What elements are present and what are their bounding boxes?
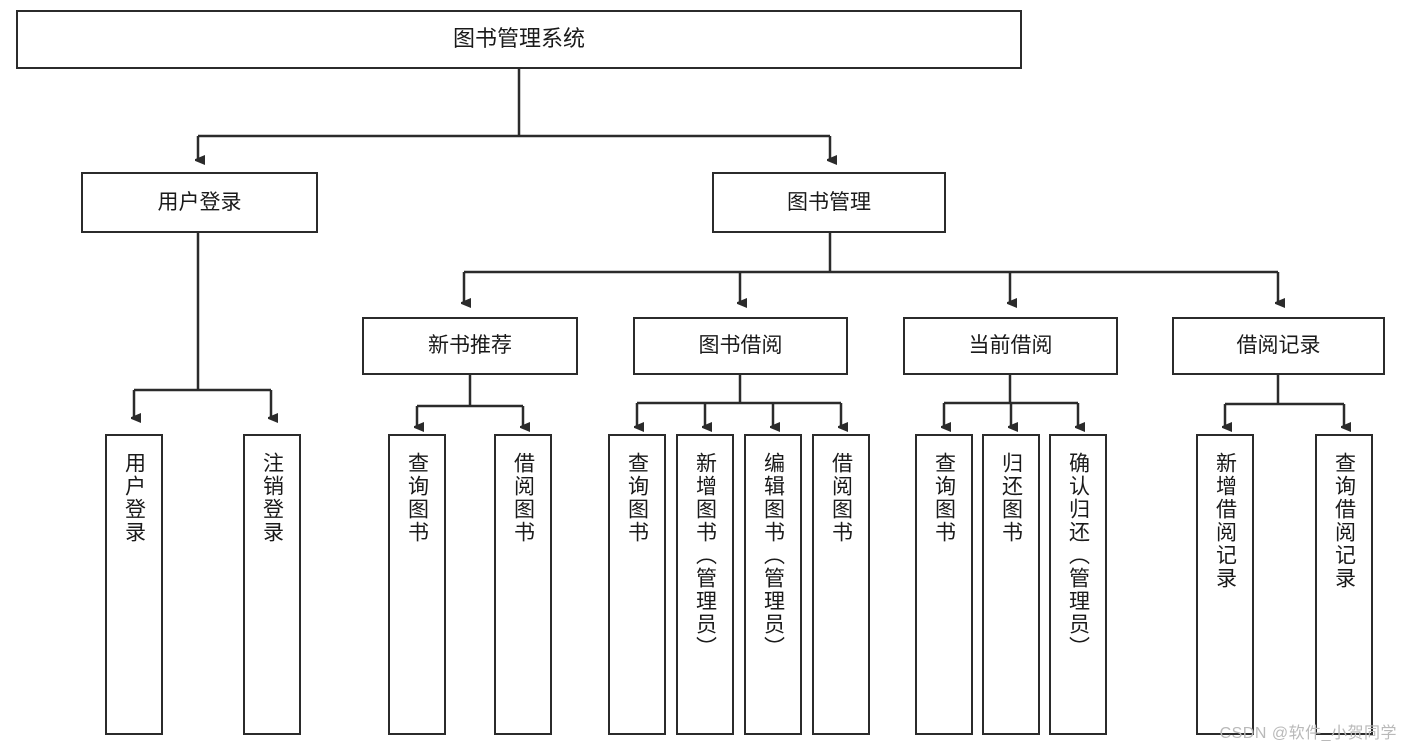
node-label: 新增图书（管理员） xyxy=(693,452,717,659)
node-label: 借阅图书 xyxy=(829,452,853,544)
node-leaf-query-book-2[interactable]: 查询图书 xyxy=(608,434,666,735)
node-new-book-recommend[interactable]: 新书推荐 xyxy=(362,317,578,375)
node-book-borrow[interactable]: 图书借阅 xyxy=(633,317,848,375)
node-root-system[interactable]: 图书管理系统 xyxy=(16,10,1022,69)
node-current-borrow[interactable]: 当前借阅 xyxy=(903,317,1118,375)
node-leaf-query-book-3[interactable]: 查询图书 xyxy=(915,434,973,735)
node-leaf-borrow-book-1[interactable]: 借阅图书 xyxy=(494,434,552,735)
node-user-login[interactable]: 用户登录 xyxy=(81,172,318,233)
node-label: 编辑图书（管理员） xyxy=(761,452,785,659)
node-label: 图书借阅 xyxy=(698,334,783,358)
node-label: 用户登录 xyxy=(122,452,146,544)
node-label: 注销登录 xyxy=(260,452,284,544)
node-label: 归还图书 xyxy=(999,452,1023,544)
node-leaf-query-record[interactable]: 查询借阅记录 xyxy=(1315,434,1373,735)
node-leaf-return-book[interactable]: 归还图书 xyxy=(982,434,1040,735)
node-book-manage[interactable]: 图书管理 xyxy=(712,172,946,233)
node-label: 借阅图书 xyxy=(511,452,535,544)
node-label: 新书推荐 xyxy=(428,334,512,358)
node-label: 图书管理系统 xyxy=(452,26,585,52)
node-label: 用户登录 xyxy=(157,190,242,214)
node-leaf-query-book-1[interactable]: 查询图书 xyxy=(388,434,446,735)
csdn-watermark: CSDN @软件_小贺同学 xyxy=(1219,725,1397,742)
node-label: 新增借阅记录 xyxy=(1213,452,1237,590)
node-label: 当前借阅 xyxy=(968,334,1053,358)
node-leaf-add-book[interactable]: 新增图书（管理员） xyxy=(676,434,734,735)
node-label: 图书管理 xyxy=(787,190,871,214)
node-leaf-borrow-book-2[interactable]: 借阅图书 xyxy=(812,434,870,735)
node-label: 查询图书 xyxy=(625,452,649,544)
node-leaf-confirm-return[interactable]: 确认归还（管理员） xyxy=(1049,434,1107,735)
node-leaf-logout-login[interactable]: 注销登录 xyxy=(243,434,301,735)
node-label: 查询图书 xyxy=(405,452,429,544)
node-leaf-user-login[interactable]: 用户登录 xyxy=(105,434,163,735)
node-leaf-edit-book[interactable]: 编辑图书（管理员） xyxy=(744,434,802,735)
node-leaf-add-record[interactable]: 新增借阅记录 xyxy=(1196,434,1254,735)
node-label: 确认归还（管理员） xyxy=(1066,452,1090,659)
node-label: 查询借阅记录 xyxy=(1332,452,1356,590)
node-label: 查询图书 xyxy=(932,452,956,544)
node-borrow-record[interactable]: 借阅记录 xyxy=(1172,317,1385,375)
node-label: 借阅记录 xyxy=(1236,334,1321,358)
